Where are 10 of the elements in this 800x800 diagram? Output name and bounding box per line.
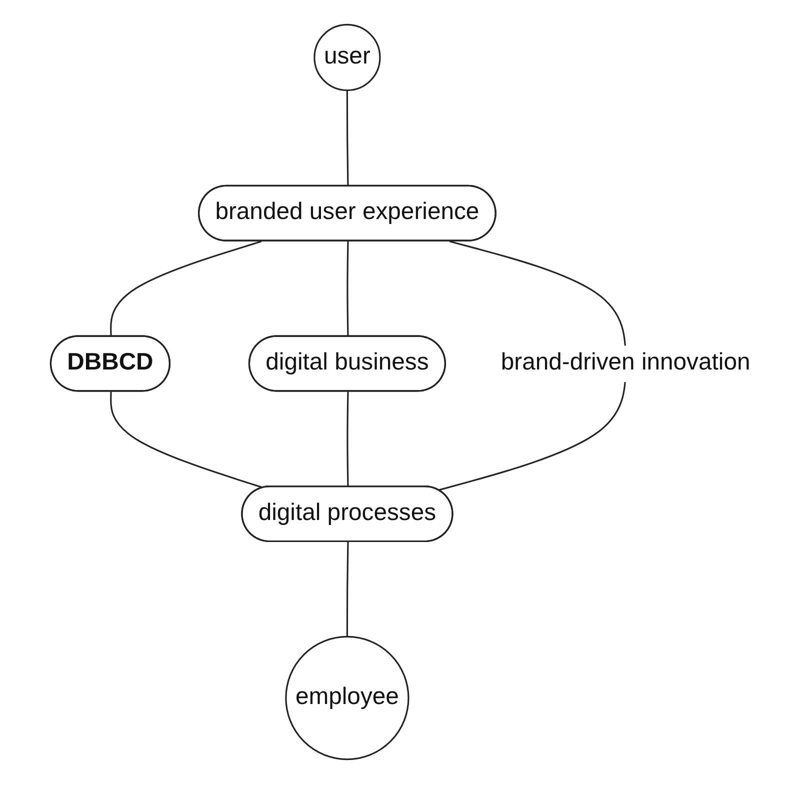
connector bbox=[346, 392, 348, 488]
connector bbox=[438, 240, 626, 491]
connector bbox=[346, 90, 348, 187]
node-circle: user bbox=[313, 24, 380, 92]
node-circle: employee bbox=[284, 636, 409, 760]
edge-label: brand-driven innovation bbox=[500, 348, 750, 376]
connector bbox=[110, 240, 262, 337]
connector bbox=[346, 542, 348, 637]
connector bbox=[110, 392, 264, 489]
connector bbox=[346, 241, 348, 337]
